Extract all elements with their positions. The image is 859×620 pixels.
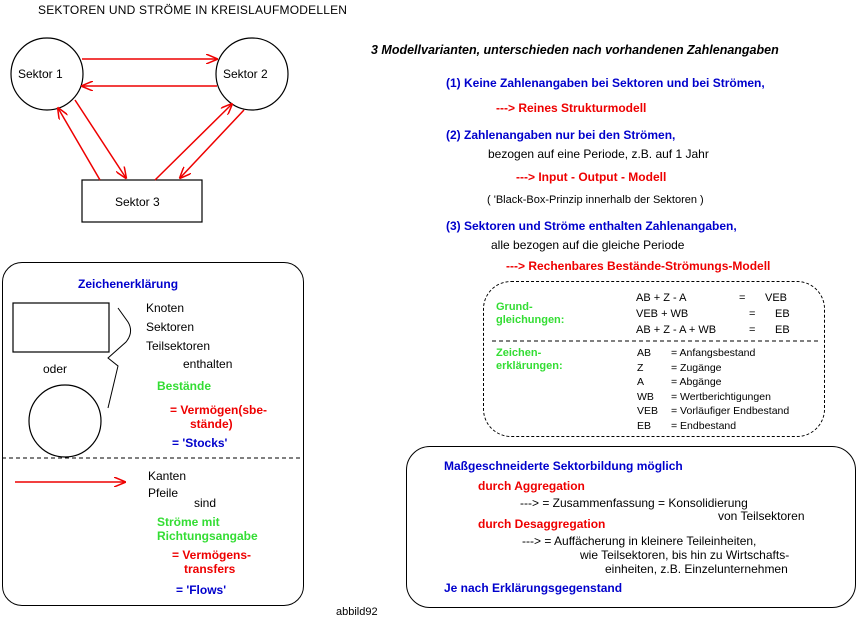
equation-rows: AB + Z - A=VEB VEB + WB=EB AB + Z - A + … — [636, 290, 790, 338]
sektor2-label: Sektor 2 — [223, 67, 268, 81]
variant3-label: (3) Sektoren und Ströme enthalten Zahlen… — [446, 219, 737, 233]
sektor3-node — [81, 179, 203, 223]
variant1-result: ---> Reines Strukturmodell — [496, 101, 647, 115]
arrow-s3-s1 — [58, 108, 101, 181]
symbol-rows: AB= Anfangsbestand Z= Zugänge A= Abgänge… — [637, 346, 789, 434]
sektor2-node — [215, 37, 289, 111]
page-title: SEKTOREN UND STRÖME IN KREISLAUFMODELLEN — [38, 3, 348, 17]
arrow-s3-s2 — [154, 104, 232, 181]
legend-node-words: Knoten Sektoren Teilsektoren — [146, 301, 211, 353]
variant3-result: ---> Rechenbares Bestände-Strömungs-Mode… — [506, 259, 771, 273]
equation-row: AB + Z - A + WB=EB — [636, 324, 790, 336]
legend-stroeme: Ströme mit Richtungsangabe — [157, 515, 258, 543]
variant2-label: (2) Zahlenangaben nur bei den Strömen, — [446, 128, 676, 142]
legend-vermoegen: = Vermögen(sbe- stände) — [170, 403, 268, 431]
legend-circle-shape — [28, 384, 102, 458]
symbol-row: VEB= Vorläufiger Endbestand — [637, 405, 790, 418]
legend-bestaende: Bestände — [157, 379, 212, 393]
legend-rect-shape — [12, 302, 110, 353]
equations-label: Grund- gleichungen: — [496, 301, 565, 326]
sektor3-label: Sektor 3 — [115, 195, 160, 209]
arrow-s2-s3 — [180, 109, 245, 178]
variant2-note: ( 'Black-Box-Prinzip innerhalb der Sekto… — [487, 194, 704, 206]
variant2-result: ---> Input - Output - Modell — [516, 170, 667, 184]
variant2-sub: bezogen auf eine Periode, z.B. auf 1 Jah… — [488, 147, 709, 161]
sektor1-node — [10, 37, 84, 111]
symbols-label: Zeichen- erklärungen: — [496, 347, 563, 372]
legend-brace — [107, 307, 132, 409]
symbol-row: WB= Wertberichtigungen — [637, 390, 771, 403]
legend-flows: = 'Flows' — [176, 583, 227, 597]
variants-heading: 3 Modellvarianten, unterschieden nach vo… — [371, 43, 779, 57]
desaggregation-label: durch Desaggregation — [478, 517, 606, 531]
aggregation-desc1: ---> = Zusammenfassung = Konsolidierung — [520, 496, 748, 510]
equation-row: AB + Z - A=VEB — [636, 292, 788, 304]
legend-sind: sind — [194, 496, 217, 510]
aggregation-desc2: von Teilsektoren — [718, 509, 805, 523]
legend-transfers: = Vermögens- transfers — [172, 548, 252, 576]
desaggregation-desc3: einheiten, z.B. Einzelunternehmen — [605, 562, 788, 576]
aggregation-label: durch Aggregation — [478, 479, 585, 493]
symbol-row: EB= Endbestand — [637, 419, 737, 432]
legend-box — [2, 262, 304, 606]
desaggregation-desc1: ---> = Auffächerung in kleinere Teileinh… — [522, 534, 757, 548]
sektor1-label: Sektor 1 — [18, 67, 63, 81]
legend-edge-words: Kanten Pfeile — [148, 469, 187, 500]
legend-enthalten: enthalten — [183, 357, 233, 371]
sektorbildung-box — [406, 446, 856, 608]
symbol-row: A= Abgänge — [637, 376, 722, 389]
symbol-row: AB= Anfangsbestand — [637, 347, 756, 359]
desaggregation-desc2: wie Teilsektoren, bis hin zu Wirtschafts… — [580, 548, 790, 562]
legend-oder: oder — [43, 362, 68, 376]
symbol-row: Z= Zugänge — [637, 361, 722, 374]
variant3-sub: alle bezogen auf die gleiche Periode — [491, 238, 685, 252]
variant1-label: (1) Keine Zahlenangaben bei Sektoren und… — [446, 76, 765, 90]
sektorbildung-heading: Maßgeschneiderte Sektorbildung möglich — [444, 459, 683, 473]
sektorbildung-footer: Je nach Erklärungsgegenstand — [444, 581, 623, 595]
equation-box — [483, 281, 825, 437]
legend-heading: Zeichenerklärung — [78, 277, 179, 291]
figure-id: abbild92 — [336, 606, 378, 618]
legend-stocks: = 'Stocks' — [172, 436, 228, 450]
equation-row: VEB + WB=EB — [636, 308, 790, 320]
arrow-s1-s3 — [74, 99, 126, 178]
